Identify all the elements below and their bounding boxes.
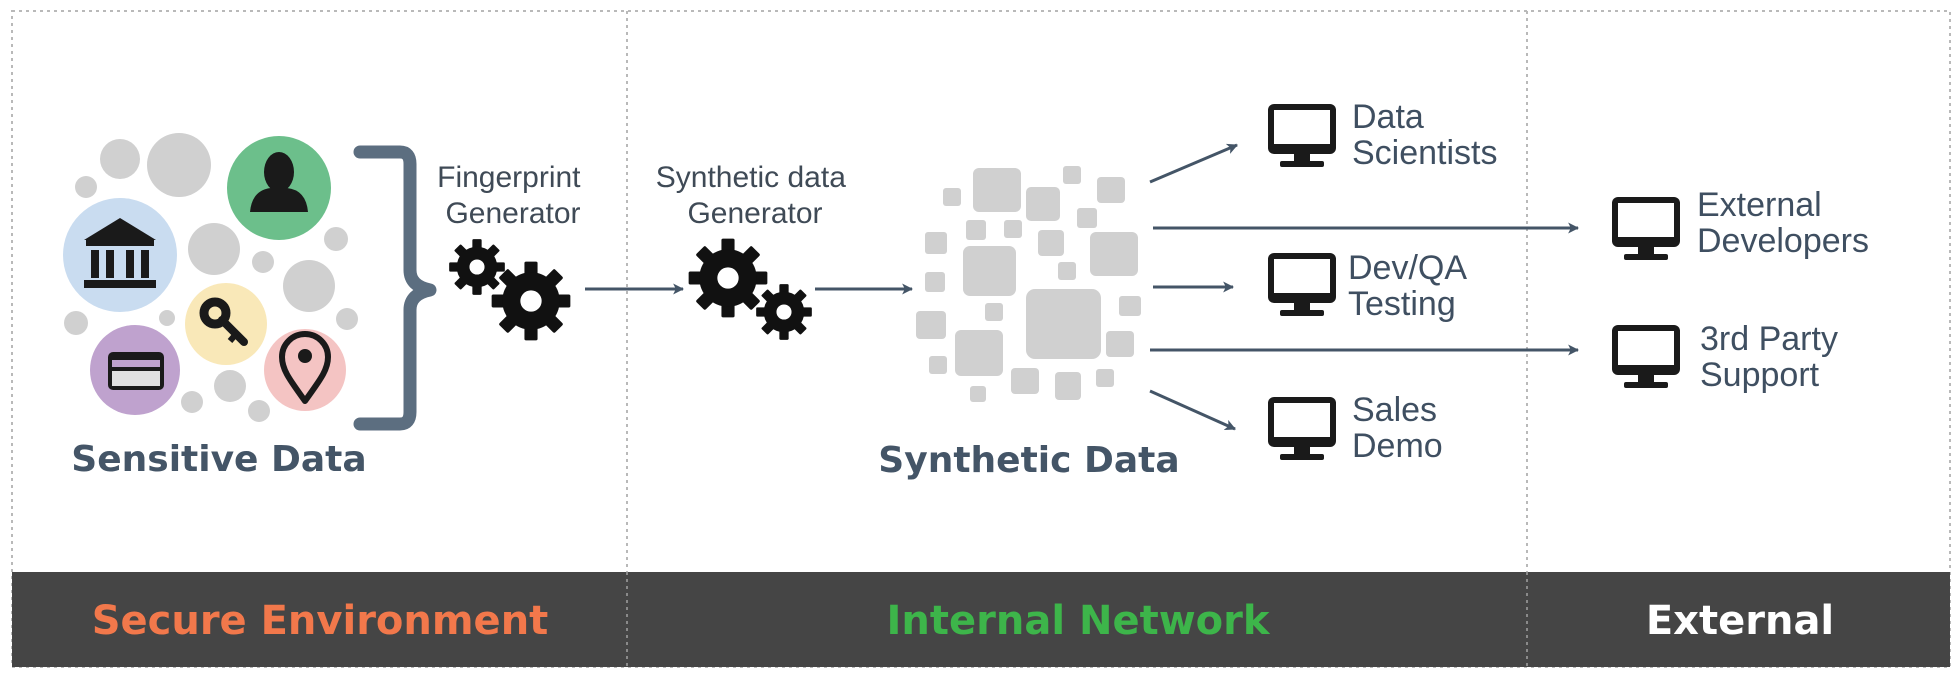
credit-card-icon <box>90 325 180 415</box>
synthetic-data-label: Synthetic Data <box>878 440 1179 481</box>
synthetic-data-generator <box>688 238 812 340</box>
person-icon <box>227 136 331 240</box>
consumer-external-developers: External Developers <box>1612 186 1869 260</box>
monitor-icon <box>1268 104 1336 167</box>
svg-text:Sales Demo: Sales Demo <box>1352 391 1447 465</box>
consumer-sales-demo: Sales Demo <box>1268 391 1447 465</box>
flow-arrow <box>1149 143 1239 184</box>
monitor-icon <box>1612 325 1680 388</box>
monitor-icon <box>1268 397 1336 460</box>
monitor-icon <box>1268 253 1336 316</box>
svg-text:Dev/QA Testing: Dev/QA Testing <box>1348 249 1475 323</box>
zone-label-internal: Internal Network <box>887 598 1271 644</box>
monitor-icon <box>1612 197 1680 260</box>
grouping-brace <box>353 145 437 431</box>
zone-band <box>12 572 1950 667</box>
sensitive-data-label: Sensitive Data <box>71 439 366 480</box>
consumer-3rd-party-support: 3rd Party Support <box>1612 320 1847 394</box>
flow-arrow <box>1149 389 1237 431</box>
consumer-dev-qa-testing: Dev/QA Testing <box>1268 249 1475 323</box>
sensitive-data-cluster <box>63 133 437 431</box>
synthetic-data-generator-label: Synthetic data Generator <box>656 161 854 230</box>
synthetic-data-cluster <box>916 166 1141 402</box>
svg-text:3rd Party Support: 3rd Party Support <box>1700 320 1847 394</box>
location-pin-icon <box>264 329 346 411</box>
zone-label-external: External <box>1646 598 1834 644</box>
svg-text:External Developers: External Developers <box>1697 186 1869 260</box>
zone-label-secure: Secure Environment <box>92 598 549 644</box>
bank-icon <box>63 198 177 312</box>
consumer-data-scientists: Data Scientists <box>1268 98 1498 172</box>
svg-text:Data Scientists: Data Scientists <box>1352 98 1498 172</box>
fingerprint-generator-label: Fingerprint Generator <box>437 161 589 230</box>
fingerprint-generator <box>449 239 571 341</box>
key-icon <box>185 283 267 365</box>
